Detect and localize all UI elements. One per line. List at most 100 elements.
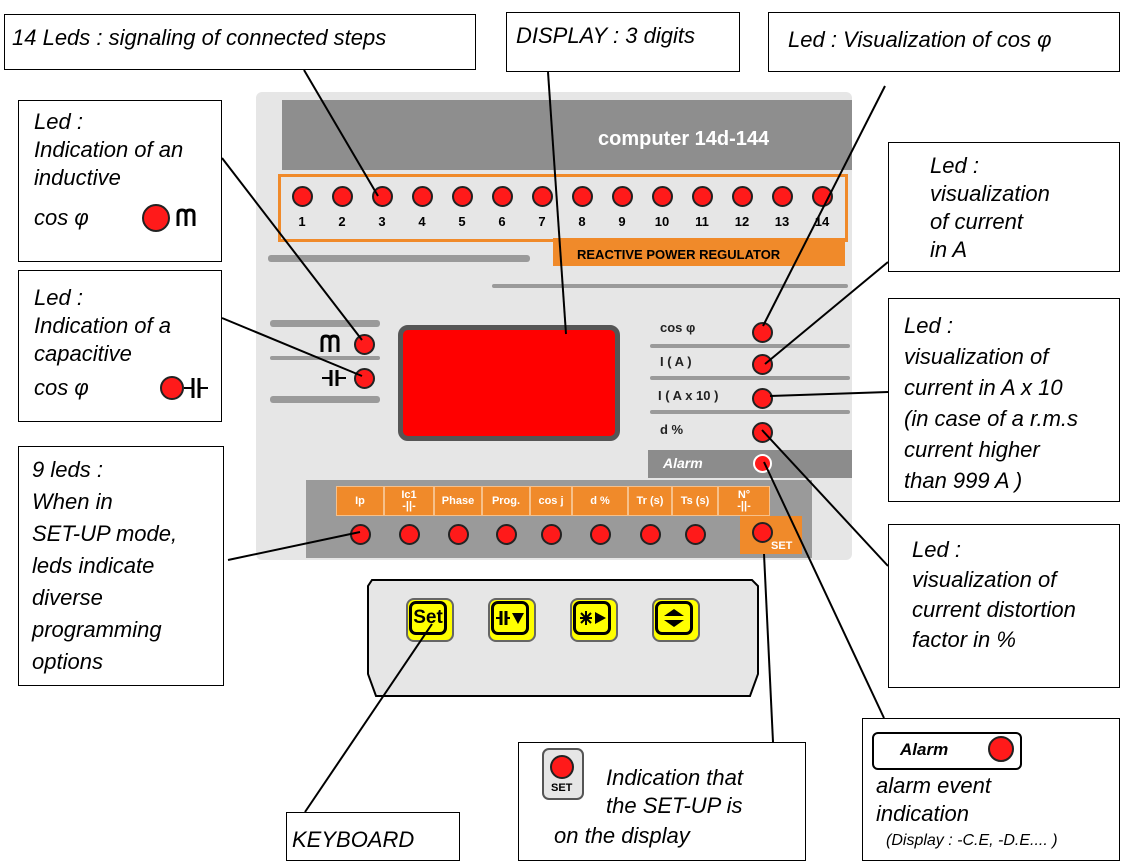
star-right-key[interactable] <box>573 601 611 635</box>
step-led <box>412 186 433 207</box>
leader-line <box>763 461 885 719</box>
capacitive-sample-led <box>160 376 184 400</box>
step-led <box>292 186 313 207</box>
distortion-led <box>752 422 773 443</box>
leader-line <box>221 317 363 377</box>
step-led-number: 9 <box>618 214 626 229</box>
callout-line: than 999 A ) <box>904 468 1023 493</box>
inductive-led <box>354 334 375 355</box>
setup-option-led <box>399 524 420 545</box>
callout-line: options <box>32 649 103 674</box>
step-led-bar <box>278 174 848 242</box>
callout-step-leds <box>4 14 476 70</box>
callout-display <box>506 12 740 72</box>
callout-inductive-line: cos φ <box>34 205 89 230</box>
leader-line <box>303 69 379 197</box>
callout-distortion <box>888 524 1120 688</box>
leader-line <box>764 261 889 365</box>
step-led <box>772 186 793 207</box>
setup-option-label: Ip <box>336 486 384 516</box>
step-led <box>332 186 353 207</box>
callout-line: current in A x 10 <box>904 375 1063 400</box>
set-key[interactable]: Set <box>409 601 447 635</box>
setup-option-label: Phase <box>434 486 482 516</box>
leader-line <box>762 85 886 327</box>
decor-bar <box>270 320 380 327</box>
device-header <box>282 100 852 170</box>
star-right-icon <box>580 611 606 625</box>
cos-phi-led <box>752 322 773 343</box>
device-subtitle: REACTIVE POWER REGULATOR <box>577 247 781 262</box>
step-led-number: 2 <box>338 214 346 229</box>
up-down-key[interactable] <box>655 601 693 635</box>
step-led-number: 3 <box>378 214 386 229</box>
callout-alarm-display-note: (Display : -C.E, -D.E.... ) <box>886 832 1058 849</box>
step-led <box>372 186 393 207</box>
callout-line: Led : <box>930 153 979 178</box>
step-led-number: 4 <box>418 214 426 229</box>
step-led-number: 10 <box>654 214 670 229</box>
set-led <box>752 522 773 543</box>
current-a-led <box>752 354 773 375</box>
setup-option-label: Tr (s) <box>628 486 672 516</box>
distortion-label: d % <box>660 422 684 437</box>
callout-cos-led-text: Led : Visualization of cos φ <box>788 27 1052 52</box>
callout-line: SET-UP mode, <box>32 521 178 546</box>
callout-line: programming <box>32 617 162 642</box>
callout-line: Led : <box>912 537 961 562</box>
three-digit-display <box>398 325 620 441</box>
step-led-number: 13 <box>774 214 790 229</box>
callout-setup-line: on the display <box>554 823 690 848</box>
callout-capacitive-line: cos φ <box>34 375 89 400</box>
up-down-icon <box>664 609 684 627</box>
callout-nine-leds <box>18 446 224 686</box>
decor-bar <box>268 255 530 262</box>
cos-phi-label: cos φ <box>660 320 696 335</box>
inductive-icon <box>320 334 340 352</box>
callout-capacitive-line: Indication of a <box>34 313 171 338</box>
callout-capacitive-line: capacitive <box>34 341 132 366</box>
step-led <box>812 186 833 207</box>
callout-cos-led <box>768 12 1120 72</box>
callout-inductive-line: Led : <box>34 109 83 134</box>
leader-line <box>769 391 889 397</box>
set-led-label: SET <box>771 540 793 552</box>
alarm-label: Alarm <box>663 455 703 471</box>
setup-option-label: Prog. <box>482 486 530 516</box>
callout-current-a <box>888 142 1120 272</box>
callout-line: When in <box>32 489 113 514</box>
step-led-number: 8 <box>578 214 586 229</box>
callout-line: Led : <box>904 313 953 338</box>
callout-inductive <box>18 100 222 262</box>
decor-bar <box>650 410 850 414</box>
set-led-sample <box>550 755 574 779</box>
current-ax10-label: I ( A x 10 ) <box>658 388 719 403</box>
step-led-number: 12 <box>734 214 750 229</box>
callout-setup-line: Indication that <box>606 765 743 790</box>
callout-step-leds-text: 14 Leds : signaling of connected steps <box>12 25 387 50</box>
setup-option-led <box>496 524 517 545</box>
callout-alarm-line: indication <box>876 801 969 826</box>
callout-display-text: DISPLAY : 3 digits <box>516 23 695 48</box>
set-led-sample-label: SET <box>551 782 573 794</box>
capacitor-icon <box>322 370 346 386</box>
setup-option-led <box>590 524 611 545</box>
step-led <box>452 186 473 207</box>
leader-line <box>221 157 363 341</box>
callout-line: of current <box>930 209 1023 234</box>
callout-current-ax10 <box>888 298 1120 502</box>
capacitor-down-key[interactable] <box>491 601 529 635</box>
callout-inductive-line: inductive <box>34 165 121 190</box>
callout-line: leds indicate <box>32 553 155 578</box>
step-led-number: 5 <box>458 214 466 229</box>
callout-line: diverse <box>32 585 103 610</box>
callout-capacitive-line: Led : <box>34 285 83 310</box>
decor-bar <box>650 376 850 380</box>
callout-line: visualization of <box>912 567 1057 592</box>
leader-line <box>547 71 567 335</box>
decor-bar <box>650 344 850 348</box>
callout-line: factor in % <box>912 627 1016 652</box>
leader-line <box>227 531 361 561</box>
callout-capacitive <box>18 270 222 422</box>
